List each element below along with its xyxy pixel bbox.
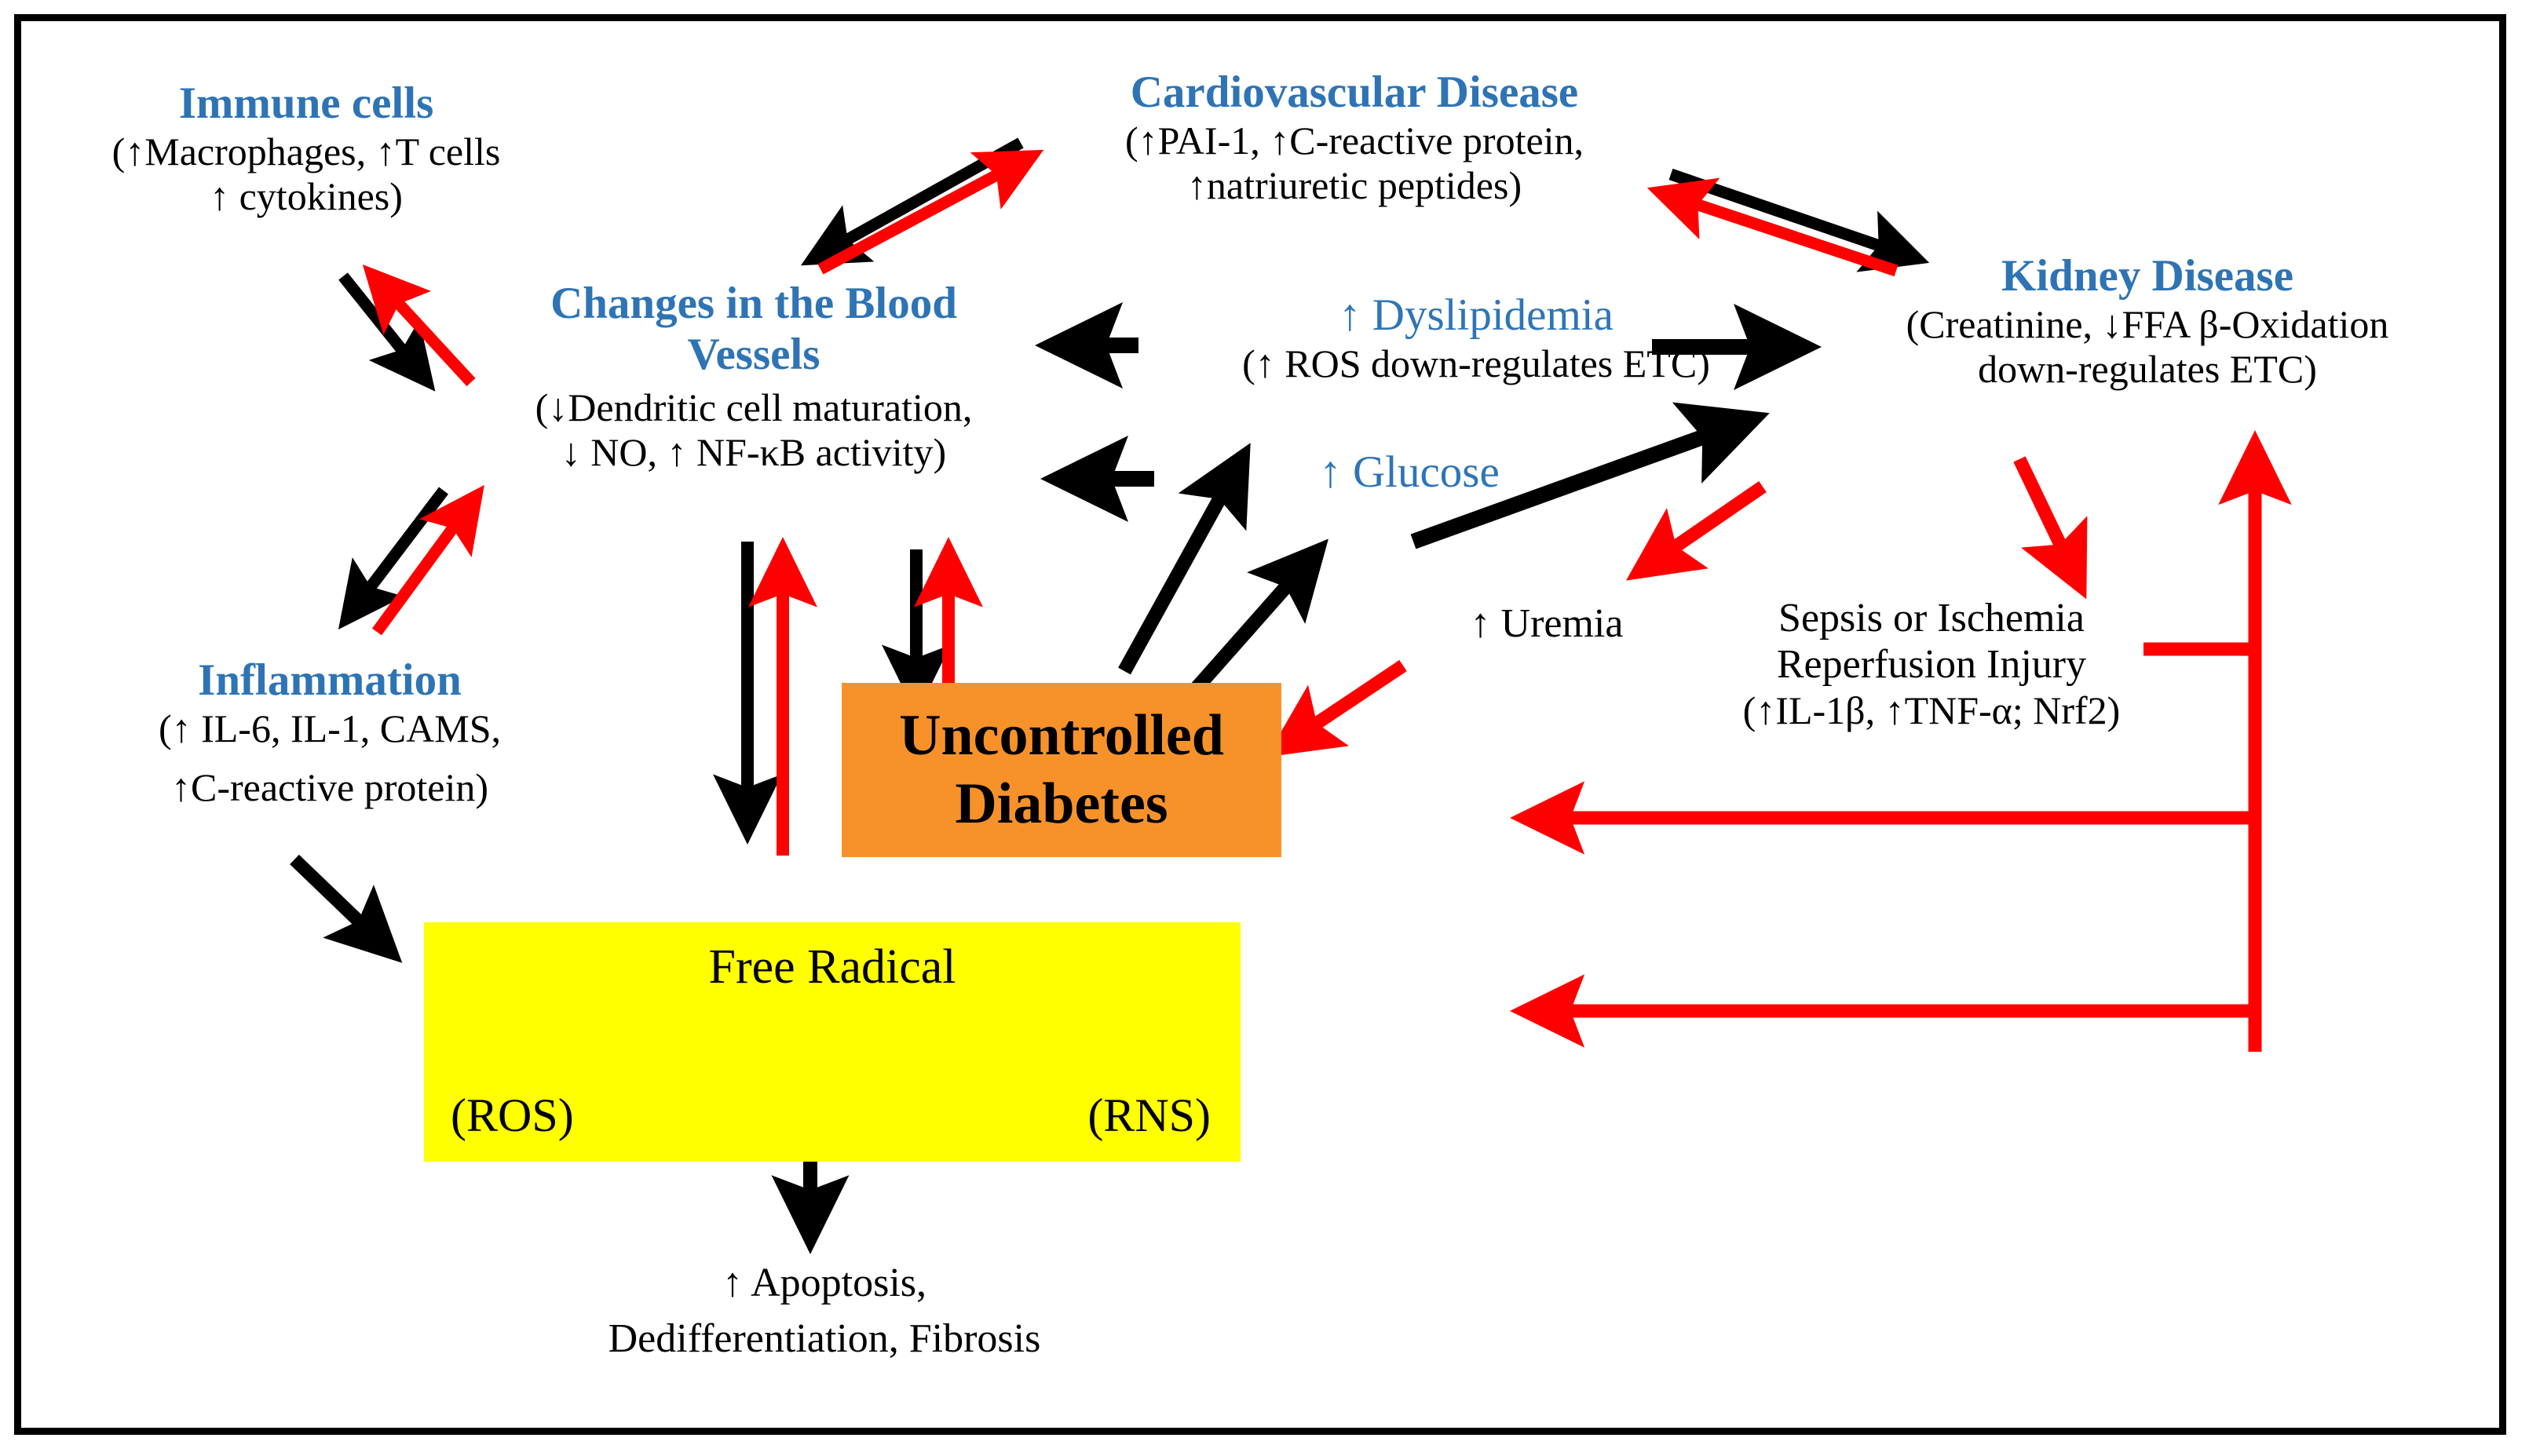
inflammation-line1: (↑ IL-6, IL-1, CAMS, bbox=[158, 706, 502, 750]
immune-cells-heading: Immune cells bbox=[178, 78, 434, 128]
edge-bloodvessels-immunecells bbox=[338, 264, 476, 392]
node-inflammation: Inflammation (↑ IL-6, IL-1, CAMS, ↑C-rea… bbox=[86, 655, 573, 810]
node-outcomes: ↑ Apoptosis, Dedifferentiation, Fibrosis bbox=[471, 1260, 1178, 1363]
kidney-line2: down-regulates ETC) bbox=[1978, 346, 2317, 391]
free-radical-title: Free Radical bbox=[708, 940, 956, 994]
edge-bloodvessels-diabetes-left bbox=[712, 536, 818, 856]
node-uremia: ↑ Uremia bbox=[1382, 600, 1712, 647]
cvd-line2: ↑natriuretic peptides) bbox=[1186, 162, 1522, 207]
free-radical-rns-label: (RNS) bbox=[1087, 1089, 1211, 1141]
node-free-radical: Free Radical (ROS) (RNS) bbox=[424, 922, 1241, 1162]
outcomes-line1: ↑ Apoptosis, bbox=[722, 1261, 927, 1305]
uremia-label: ↑ Uremia bbox=[1470, 601, 1624, 646]
outcomes-line2: Dedifferentiation, Fibrosis bbox=[608, 1316, 1041, 1362]
sepsis-line2: Reperfusion Injury bbox=[1776, 642, 2087, 688]
uncontrolled-diabetes-line1: Uncontrolled bbox=[899, 702, 1224, 768]
edge-inflammation-freeradical bbox=[290, 854, 403, 963]
node-glucose: ↑ Glucose bbox=[1213, 447, 1606, 498]
immune-cells-line1: (↑Macrophages, ↑T cells bbox=[111, 129, 501, 173]
immune-cells-line2: ↑ cytokines) bbox=[210, 173, 403, 218]
inflammation-heading: Inflammation bbox=[198, 655, 462, 705]
node-immune-cells: Immune cells (↑Macrophages, ↑T cells ↑ c… bbox=[63, 78, 550, 219]
kidney-heading: Kidney Disease bbox=[2001, 251, 2294, 301]
dyslipidemia-heading: ↑ Dyslipidemia bbox=[1339, 290, 1614, 340]
edge-kidney-uremia bbox=[1625, 480, 1767, 581]
blood-vessels-line2: ↓ NO, ↑ NF-κB activity) bbox=[561, 429, 947, 474]
dyslipidemia-line1: (↑ ROS down-regulates ETC) bbox=[1242, 341, 1710, 385]
edge-uremia-diabetes bbox=[1266, 659, 1407, 757]
node-kidney-disease: Kidney Disease (Creatinine, ↓FFA β-Oxida… bbox=[1814, 251, 2481, 392]
inflammation-line2: ↑C-reactive protein) bbox=[171, 764, 488, 809]
blood-vessels-line1: (↓Dendritic cell maturation, bbox=[535, 385, 973, 429]
edge-cvd-bloodvessels bbox=[800, 137, 1044, 275]
node-cardiovascular-disease: Cardiovascular Disease (↑PAI-1, ↑C-react… bbox=[1029, 68, 1680, 208]
edge-diabetes-glucose bbox=[1182, 538, 1328, 703]
free-radical-ros-label: (ROS) bbox=[451, 1089, 574, 1141]
blood-vessels-heading-line2: Vessels bbox=[687, 329, 820, 379]
node-dyslipidemia: ↑ Dyslipidemia (↑ ROS down-regulates ETC… bbox=[1162, 290, 1790, 386]
edge-bloodvessels-inflammation bbox=[338, 484, 484, 636]
glucose-heading: ↑ Glucose bbox=[1319, 447, 1500, 497]
cvd-line1: (↑PAI-1, ↑C-reactive protein, bbox=[1124, 118, 1584, 162]
sepsis-line3: (↑IL-1β, ↑TNF-α; Nrf2) bbox=[1742, 688, 2121, 732]
blood-vessels-heading-line1: Changes in the Blood bbox=[550, 279, 957, 328]
uncontrolled-diabetes-line2: Diabetes bbox=[955, 772, 1168, 836]
cvd-heading: Cardiovascular Disease bbox=[1130, 68, 1579, 117]
edge-kidney-sepsis bbox=[2013, 456, 2088, 600]
edge-diabetes-kidney bbox=[1410, 402, 1770, 549]
edge-diabetes-dyslipidemia bbox=[1118, 443, 1251, 675]
edge-cvd-kidney bbox=[1646, 168, 1930, 277]
node-blood-vessels: Changes in the Blood Vessels (↓Dendritic… bbox=[448, 279, 1060, 475]
node-sepsis: Sepsis or Ischemia Reperfusion Injury (↑… bbox=[1657, 595, 2206, 733]
node-uncontrolled-diabetes: Uncontrolled Diabetes bbox=[842, 683, 1281, 857]
sepsis-line1: Sepsis or Ischemia bbox=[1778, 596, 2085, 640]
red-feedback-bus bbox=[1509, 429, 2292, 1052]
kidney-line1: (Creatinine, ↓FFA β-Oxidation bbox=[1906, 301, 2389, 346]
